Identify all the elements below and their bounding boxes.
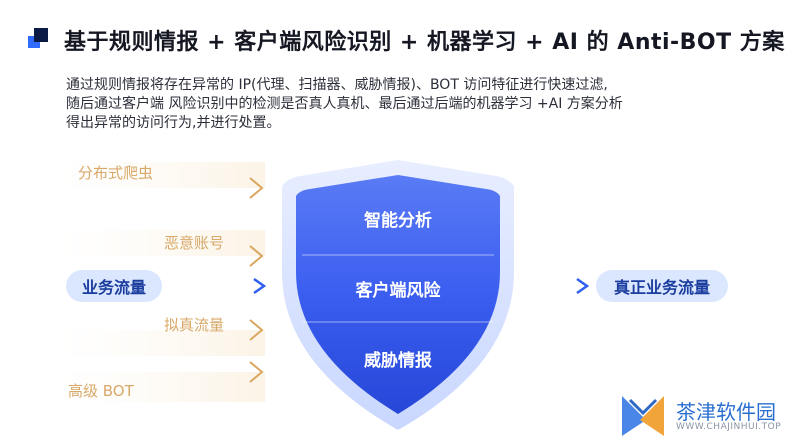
input-flow-pill: 业务流量 <box>66 270 162 302</box>
description-line-2: 随后通过客户端 风险识别中的检测是否真人真机、最后通过后端的机器学习 +AI 方… <box>66 96 623 112</box>
shield-icon <box>282 160 514 430</box>
watermark-logo-icon <box>622 396 664 436</box>
shield-layer-intelligent-analysis: 智能分析 <box>364 211 432 231</box>
threat-stream-3 <box>60 319 265 356</box>
shield-layer-threat-intel: 威胁情报 <box>364 351 432 371</box>
threat-label-malicious-account: 恶意账号 <box>164 234 225 252</box>
output-arrow <box>530 277 590 295</box>
threat-stream-2 <box>60 230 265 267</box>
threat-stream-4 <box>60 361 265 402</box>
threat-label-distributed-crawler: 分布式爬虫 <box>78 164 154 182</box>
page-title: 基于规则情报 + 客户端风险识别 + 机器学习 + AI 的 Anti-BOT … <box>64 30 785 55</box>
description: 通过规则情报将存在异常的 IP(代理、扫描器、威胁情报)、BOT 访问特征进行快… <box>66 76 726 133</box>
output-flow-pill: 真正业务流量 <box>596 270 728 302</box>
threat-stream-1 <box>60 162 265 199</box>
watermark-url: WWW.CHAJINHUI.TOP <box>676 422 782 432</box>
input-arrow <box>165 277 267 295</box>
description-line-3: 得出异常的访问行为,并进行处置。 <box>66 115 281 131</box>
watermark-name: 茶津软件园 <box>676 400 776 424</box>
title-mark-icon <box>28 28 50 50</box>
description-line-1: 通过规则情报将存在异常的 IP(代理、扫描器、威胁情报)、BOT 访问特征进行快… <box>66 77 608 93</box>
shield-layer-client-risk: 客户端风险 <box>355 281 441 301</box>
threat-label-advanced-bot: 高级 BOT <box>68 382 134 400</box>
threat-label-simulated-traffic: 拟真流量 <box>164 316 225 334</box>
